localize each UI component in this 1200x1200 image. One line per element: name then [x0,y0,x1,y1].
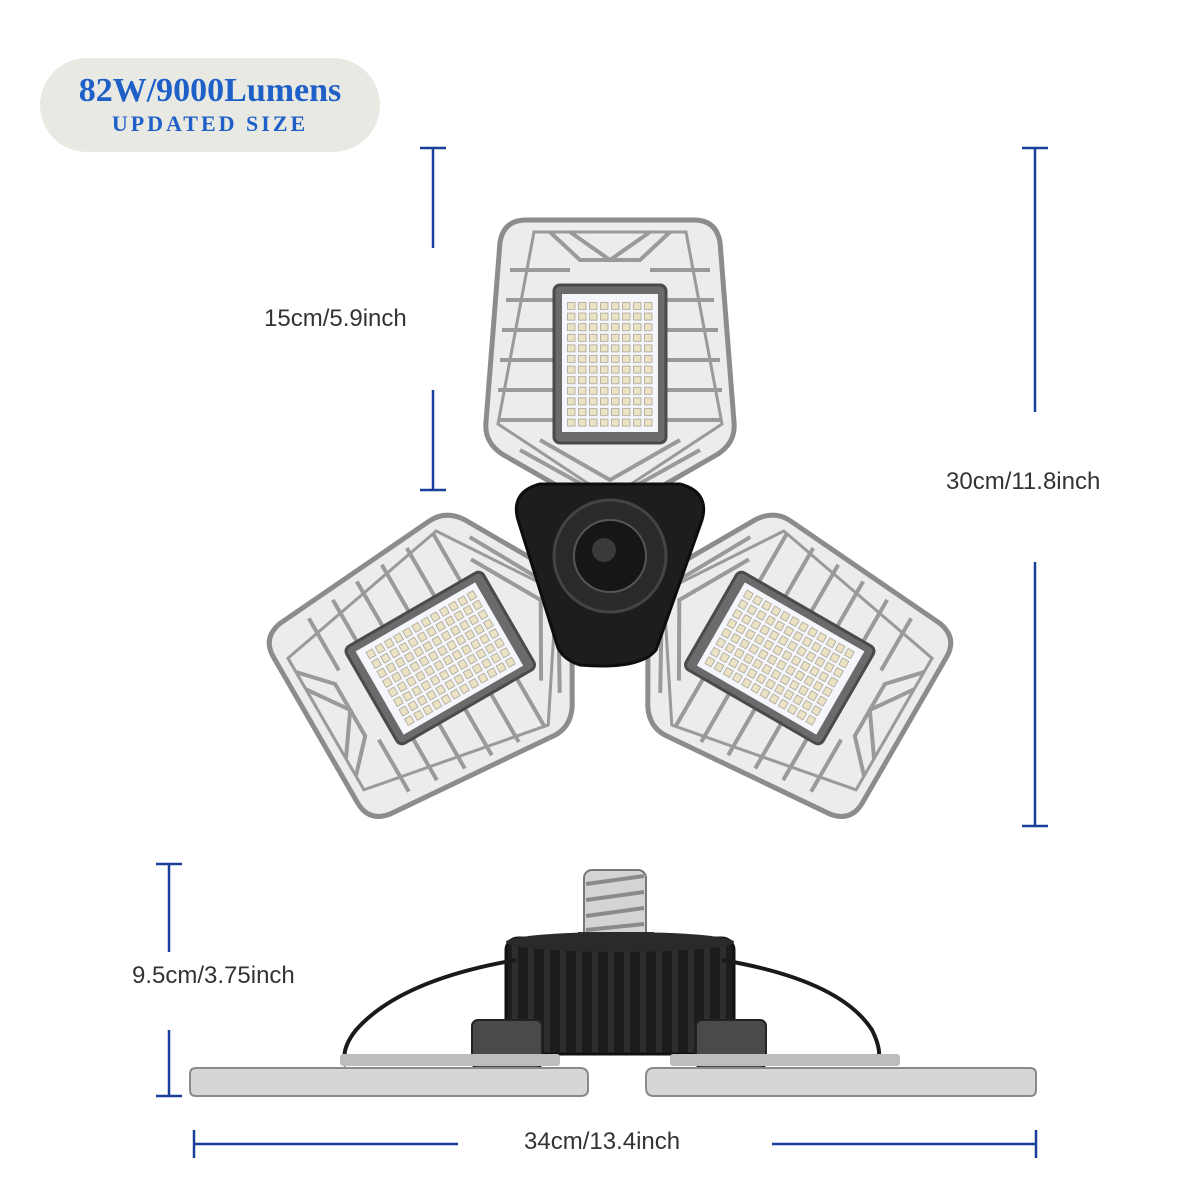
panel-length-label: 15cm/5.9inch [264,305,407,332]
spec-badge: 82W/9000Lumens UPDATED SIZE [40,58,380,152]
lamp-side-view [189,869,1037,1097]
lamp-top-view [253,220,966,838]
total-height-label: 30cm/11.8inch [946,468,1101,495]
updated-size-label: UPDATED SIZE [111,111,309,136]
total-width-label: 34cm/13.4inch [524,1128,681,1155]
wattage-lumens-label: 82W/9000Lumens [78,72,342,109]
side-height-label: 9.5cm/3.75inch [132,962,295,989]
dimension-lines [156,146,1048,1158]
